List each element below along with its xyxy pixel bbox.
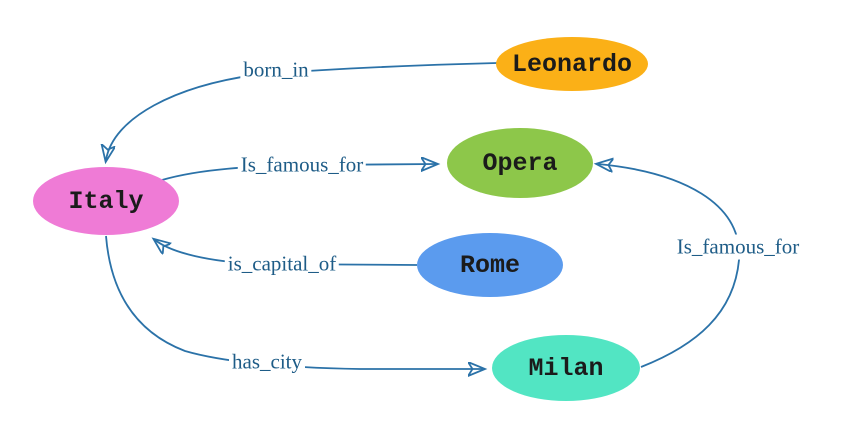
node-opera-label: Opera	[482, 148, 558, 178]
edge-label-born-in: born_in	[240, 57, 312, 83]
edge-label-has-city: has_city	[229, 349, 305, 375]
node-italy: Italy	[33, 167, 179, 235]
edge-label-is-famous-for-right: Is_famous_for	[673, 234, 803, 260]
edge-is-famous-for-milan-opera	[598, 164, 740, 368]
node-milan: Milan	[492, 335, 640, 401]
node-rome: Rome	[417, 233, 563, 297]
node-leonardo-label: Leonardo	[511, 49, 633, 79]
node-milan-label: Milan	[528, 353, 604, 383]
node-rome-label: Rome	[459, 250, 520, 280]
edge-label-is-capital-of: is_capital_of	[224, 251, 340, 277]
node-opera: Opera	[447, 128, 593, 198]
node-italy-label: Italy	[68, 186, 144, 216]
edge-has-city	[105, 235, 483, 369]
node-leonardo: Leonardo	[496, 37, 648, 91]
edge-label-is-famous-for-left: Is_famous_for	[237, 152, 367, 178]
